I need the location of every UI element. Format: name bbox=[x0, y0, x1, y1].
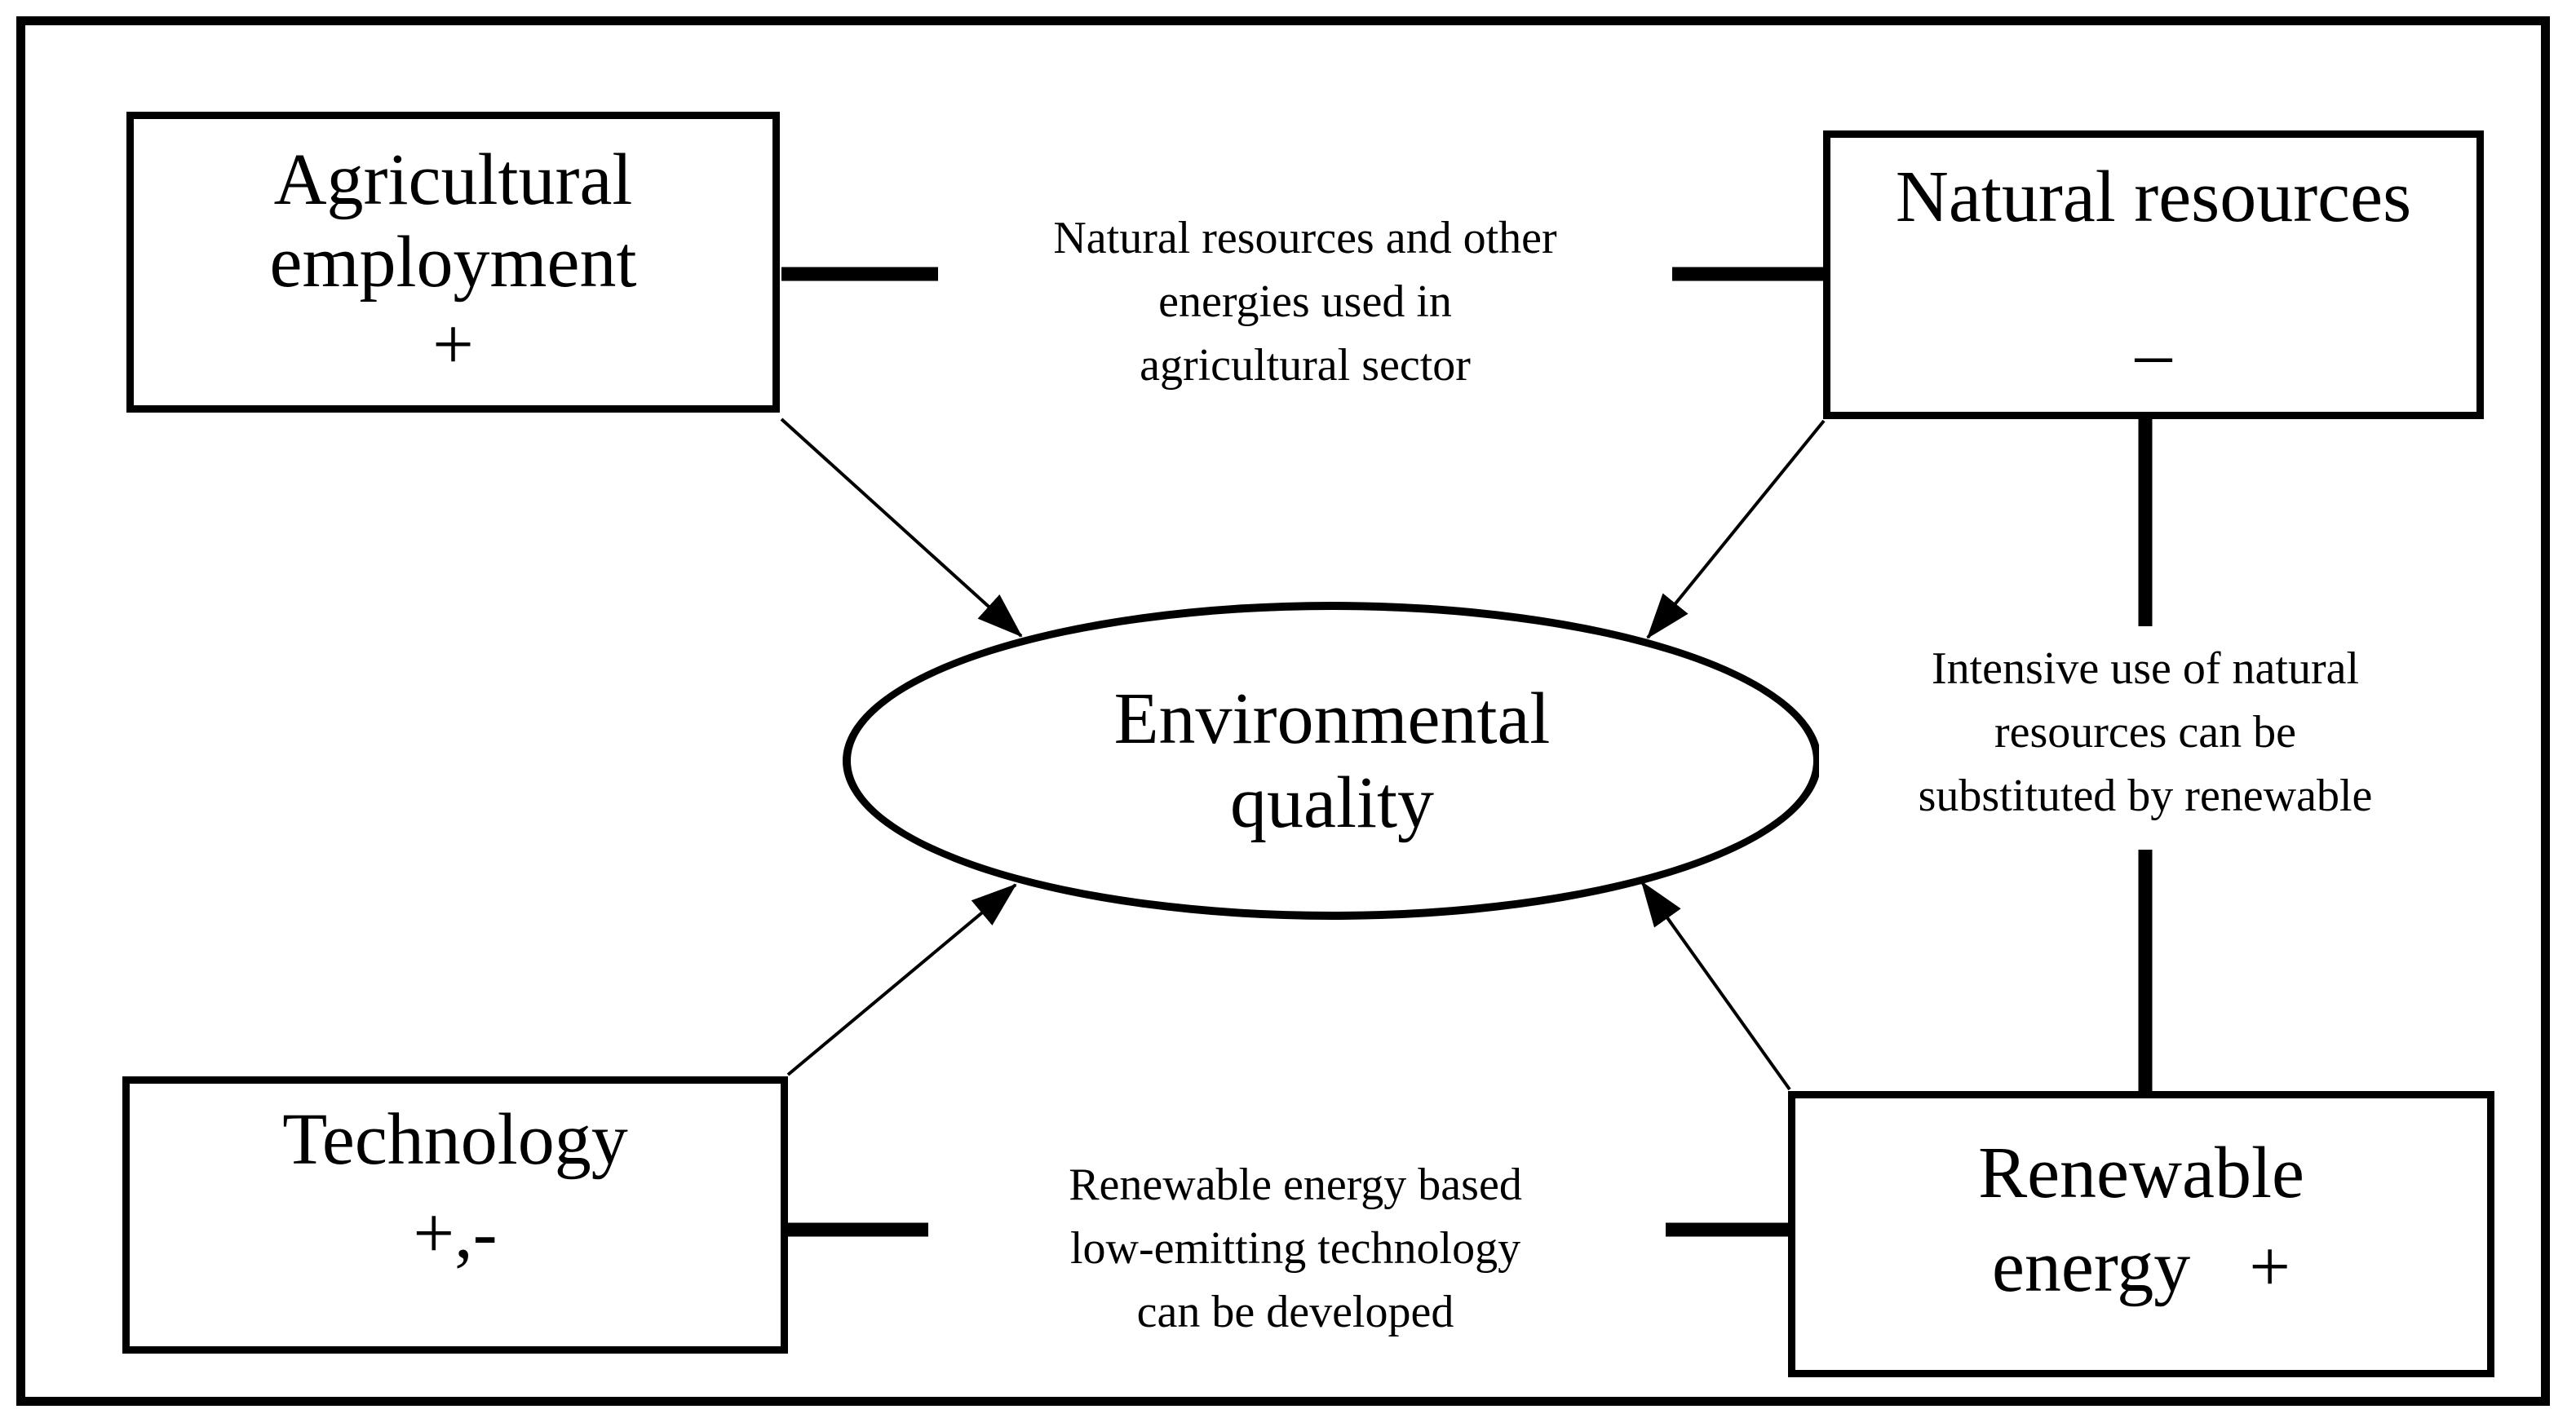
node-renewable-energy: Renewable energy + bbox=[1788, 1091, 2494, 1377]
arrow-agricultural-to-environment bbox=[780, 417, 1023, 638]
edge-label-top-line1: Natural resources and other bbox=[1053, 213, 1557, 263]
edge-label-right-line1: Intensive use of natural bbox=[1931, 643, 2360, 694]
natural-resources-sign: – bbox=[2135, 312, 2172, 394]
edge-label-top-line3: agricultural sector bbox=[1140, 340, 1471, 391]
renewable-energy-sign: + bbox=[2249, 1226, 2291, 1307]
edge-label-bottom-line1: Renewable energy based bbox=[1069, 1160, 1522, 1210]
technology-sign: +,- bbox=[413, 1193, 498, 1274]
edge-label-top-line2: energies used in bbox=[1158, 276, 1452, 327]
agricultural-employment-label-line2: employment bbox=[269, 222, 637, 303]
natural-resources-label: Natural resources bbox=[1895, 156, 2412, 237]
arrow-renewable-to-environment bbox=[1640, 881, 1791, 1091]
node-natural-resources: Natural resources – bbox=[1823, 130, 2484, 419]
technology-label: Technology bbox=[282, 1099, 628, 1180]
renewable-energy-label-line1: Renewable bbox=[1978, 1132, 2304, 1213]
agricultural-employment-sign: + bbox=[432, 304, 474, 385]
arrow-technology-to-environment bbox=[786, 883, 1017, 1076]
node-agricultural-employment: Agricultural employment + bbox=[126, 112, 780, 413]
node-technology: Technology +,- bbox=[122, 1076, 788, 1354]
node-environmental-quality: Environmental quality bbox=[843, 602, 1821, 920]
arrow-natural-to-environment bbox=[1646, 419, 1826, 639]
edge-label-bottom-line3: can be developed bbox=[1136, 1287, 1454, 1337]
figure-border bbox=[16, 16, 2550, 1406]
agricultural-employment-label-line1: Agricultural bbox=[273, 139, 633, 220]
environmental-quality-label-line1: Environmental bbox=[1113, 678, 1551, 759]
edge-label-bottom-line2: low-emitting technology bbox=[1069, 1223, 1521, 1274]
edge-label-top: Natural resources and other energies use… bbox=[938, 206, 1672, 397]
renewable-energy-label-word: energy bbox=[1991, 1226, 2191, 1307]
environmental-quality-label-line2: quality bbox=[1230, 762, 1434, 843]
edge-label-bottom: Renewable energy based low-emitting tech… bbox=[928, 1153, 1662, 1344]
edge-label-right: Intensive use of natural resources can b… bbox=[1819, 637, 2472, 828]
edge-label-right-line2: resources can be bbox=[1994, 707, 2296, 758]
edge-label-right-line3: substituted by renewable bbox=[1918, 771, 2373, 821]
renewable-energy-label-line2: energy + bbox=[1992, 1226, 2291, 1308]
